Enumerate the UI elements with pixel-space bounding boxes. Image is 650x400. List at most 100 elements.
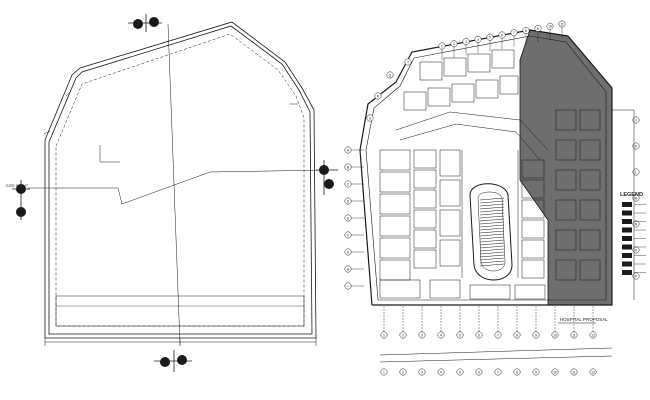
svg-text:G: G bbox=[347, 250, 350, 254]
svg-text:1: 1 bbox=[441, 44, 443, 48]
svg-text:S: S bbox=[369, 116, 372, 120]
grid-bubble-left: F bbox=[344, 231, 352, 239]
svg-text:5: 5 bbox=[489, 36, 491, 40]
svg-text:Q: Q bbox=[389, 73, 392, 77]
grid-bubble-bottom-2: 11 bbox=[570, 368, 578, 376]
legend-swatch bbox=[622, 261, 632, 267]
svg-text:R: R bbox=[377, 94, 380, 98]
grid-bubble-bottom: 4 bbox=[437, 331, 445, 339]
svg-text:T: T bbox=[407, 60, 409, 64]
grid-bubble-left: D bbox=[344, 197, 352, 205]
svg-text:L: L bbox=[635, 170, 637, 174]
svg-text:1: 1 bbox=[383, 370, 385, 374]
grid-bubble-top: 7 bbox=[510, 29, 518, 37]
grid-bubble-top: 10 bbox=[546, 22, 554, 30]
grid-bubble-top: 11 bbox=[558, 20, 566, 28]
site-bottom-band bbox=[55, 295, 305, 327]
grid-bubble-bottom: 5 bbox=[456, 331, 464, 339]
svg-text:5: 5 bbox=[459, 333, 461, 337]
grid-bubble-right: P bbox=[632, 272, 640, 280]
svg-text:2: 2 bbox=[402, 333, 404, 337]
svg-text:P: P bbox=[635, 274, 638, 278]
grid-bubble-bottom-2: 1 bbox=[380, 368, 388, 376]
legend-swatch bbox=[622, 253, 632, 258]
survey-marker-left bbox=[12, 180, 30, 220]
grid-bubble-bottom: 11 bbox=[570, 331, 578, 339]
legend-swatch bbox=[622, 244, 632, 250]
site-axis-vertical bbox=[167, 23, 181, 346]
svg-text:M: M bbox=[635, 196, 638, 200]
grid-bubble-top: 9 bbox=[534, 24, 542, 32]
legend-swatch bbox=[622, 202, 632, 207]
grid-bubble-left: B bbox=[344, 163, 352, 171]
survey-marker-bottom bbox=[154, 350, 192, 372]
grid-bubble-diagonal: T bbox=[404, 58, 412, 66]
grid-bubble-diagonal: R bbox=[374, 92, 382, 100]
grid-bubble-diagonal: S bbox=[366, 114, 374, 122]
site-boundary-outer bbox=[44, 21, 317, 339]
grid-bubble-bottom: 7 bbox=[494, 331, 502, 339]
svg-text:F: F bbox=[347, 233, 349, 237]
grid-bubble-right: M bbox=[632, 194, 640, 202]
grid-bubble-bottom-2: 8 bbox=[513, 368, 521, 376]
legend-swatch bbox=[622, 219, 632, 224]
svg-text:4: 4 bbox=[440, 333, 442, 337]
legend-swatches bbox=[622, 202, 646, 275]
svg-text:3: 3 bbox=[421, 333, 423, 337]
svg-text:10: 10 bbox=[553, 370, 557, 374]
grid-bubble-bottom-2: 9 bbox=[532, 368, 540, 376]
svg-text:N: N bbox=[635, 222, 638, 226]
grid-bubble-bottom: 2 bbox=[399, 331, 407, 339]
grid-bubble-bottom: 9 bbox=[532, 331, 540, 339]
grid-bubble-bottom-2: 12 bbox=[589, 368, 597, 376]
grid-bubble-bottom-2: 7 bbox=[494, 368, 502, 376]
svg-text:4: 4 bbox=[477, 38, 479, 42]
svg-text:8: 8 bbox=[516, 333, 518, 337]
svg-text:8: 8 bbox=[525, 29, 527, 33]
legend-swatch bbox=[622, 227, 632, 233]
survey-marker-left-label: SITE POINT bbox=[6, 183, 29, 188]
svg-text:A: A bbox=[347, 148, 350, 152]
grid-bubble-top: 8 bbox=[522, 27, 530, 35]
plan-interior-walls bbox=[379, 49, 601, 300]
svg-text:2: 2 bbox=[402, 370, 404, 374]
svg-text:7: 7 bbox=[497, 370, 499, 374]
grid-bubble-bottom: 10 bbox=[551, 331, 559, 339]
svg-text:E: E bbox=[347, 216, 350, 220]
svg-text:2: 2 bbox=[453, 42, 455, 46]
grid-bubble-top: 5 bbox=[486, 33, 494, 41]
grid-bubble-left: G bbox=[344, 248, 352, 256]
hospital-plan bbox=[359, 29, 613, 306]
hospital-outline bbox=[359, 29, 613, 306]
svg-text:10: 10 bbox=[548, 25, 552, 29]
hospital-dimension-lines bbox=[379, 109, 635, 363]
central-ramp bbox=[469, 183, 513, 281]
ramp-hatching bbox=[479, 197, 505, 267]
svg-text:9: 9 bbox=[535, 370, 537, 374]
svg-text:C: C bbox=[347, 182, 350, 186]
grid-bubble-top: 4 bbox=[474, 35, 482, 43]
svg-text:4: 4 bbox=[440, 370, 442, 374]
grid-bubble-left: E bbox=[344, 214, 352, 222]
svg-text:3: 3 bbox=[465, 40, 467, 44]
plan-grid-bubbles: 1234567891011ABCDEFGHIJKLMNOP11223344556… bbox=[344, 20, 640, 376]
plan-title: HOSPITAL PROPOSAL bbox=[560, 317, 608, 322]
legend-swatch bbox=[622, 210, 632, 216]
site-setback-line bbox=[55, 33, 305, 327]
svg-text:I: I bbox=[348, 284, 349, 288]
survey-marker-top bbox=[128, 14, 162, 32]
grid-bubble-bottom-2: 10 bbox=[551, 368, 559, 376]
grid-bubble-diagonal: Q bbox=[386, 71, 394, 79]
grid-bubble-bottom-2: 5 bbox=[456, 368, 464, 376]
svg-text:12: 12 bbox=[591, 333, 595, 337]
svg-text:11: 11 bbox=[572, 333, 576, 337]
grid-bubble-top: 3 bbox=[462, 38, 470, 46]
grid-bubble-left: C bbox=[344, 180, 352, 188]
grid-bubble-bottom-2: 2 bbox=[399, 368, 407, 376]
grid-bubble-bottom-2: 3 bbox=[418, 368, 426, 376]
svg-text:10: 10 bbox=[553, 333, 557, 337]
grid-bubble-left: I bbox=[344, 282, 352, 290]
svg-text:J: J bbox=[635, 118, 637, 122]
grid-bubble-right: J bbox=[632, 116, 640, 124]
grid-bubble-right: L bbox=[632, 168, 640, 176]
